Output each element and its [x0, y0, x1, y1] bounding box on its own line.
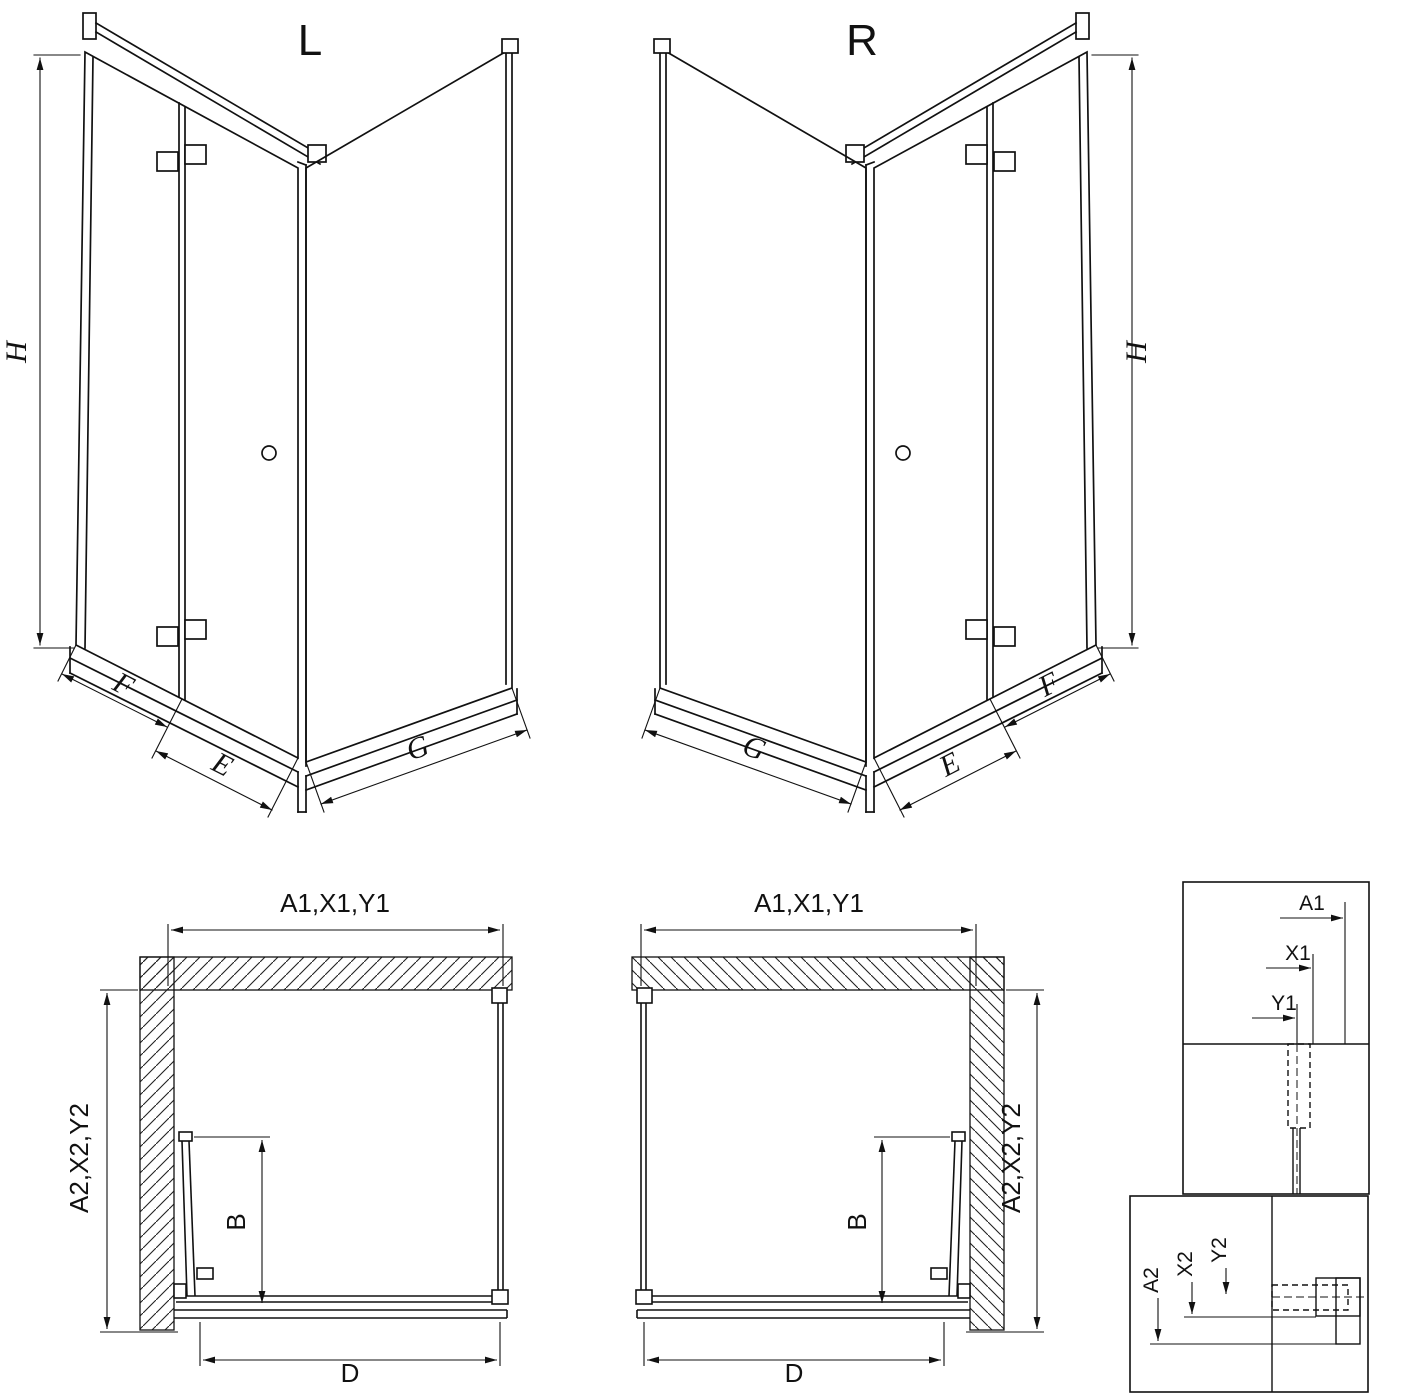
- detail-view-bottom-profile: [1129, 1195, 1369, 1393]
- plan-left-labels: A1,X1,Y1 A2,X2,Y2 B D: [64, 888, 390, 1388]
- variant-title-right: R: [846, 16, 878, 65]
- dim-label-a1: A1: [1299, 892, 1325, 915]
- detail-top-labels: A1 X1 Y1: [1271, 892, 1325, 1015]
- dim-label-height: H: [1120, 339, 1153, 364]
- dim-label-depth: A2,X2,Y2: [996, 1103, 1026, 1213]
- plan-view-left: [100, 924, 512, 1366]
- dim-label-side-panel: G: [738, 729, 770, 768]
- dim-label-depth: A2,X2,Y2: [64, 1103, 94, 1213]
- plan-right-labels: A1,X1,Y1 A2,X2,Y2 B D: [754, 888, 1026, 1388]
- detail-bottom-labels: A2 X2 Y2: [1140, 1237, 1231, 1293]
- iso-right-labels: R H F E G: [738, 16, 1153, 784]
- tray-lip: [1335, 1277, 1361, 1345]
- variant-title-left: L: [298, 16, 322, 65]
- dim-label-entry: D: [341, 1358, 360, 1388]
- detail-view-top-profile: [1182, 881, 1370, 1195]
- iso-view-right: [642, 13, 1138, 817]
- wall-profile-hidden: [1287, 1043, 1311, 1129]
- dim-label-door-open: B: [221, 1213, 251, 1230]
- detail-bottom-dimension-lines: [1150, 1268, 1336, 1345]
- plan-view-right: [632, 924, 1044, 1366]
- dim-label-width: A1,X1,Y1: [754, 888, 864, 918]
- dim-label-x1: X1: [1285, 942, 1311, 965]
- detail-box: [1182, 881, 1370, 1195]
- dim-label-side-panel: G: [402, 729, 434, 768]
- iso-view-left: [34, 13, 530, 817]
- dim-label-height: H: [0, 339, 33, 364]
- dim-label-fold-panel: F: [1032, 665, 1065, 703]
- dim-label-x2: X2: [1174, 1251, 1197, 1277]
- dim-label-width: A1,X1,Y1: [280, 888, 390, 918]
- dim-label-y1: Y1: [1271, 992, 1297, 1015]
- dim-label-door-open: B: [842, 1213, 872, 1230]
- dim-label-door: E: [933, 746, 965, 784]
- dim-label-door: E: [206, 745, 238, 783]
- dim-label-y2: Y2: [1208, 1237, 1231, 1263]
- dim-label-entry: D: [785, 1358, 804, 1388]
- detail-top-dimension-lines: [1252, 902, 1346, 1044]
- dim-label-fold-panel: F: [107, 665, 140, 703]
- dim-label-a2: A2: [1140, 1267, 1163, 1293]
- detail-box: [1129, 1195, 1369, 1393]
